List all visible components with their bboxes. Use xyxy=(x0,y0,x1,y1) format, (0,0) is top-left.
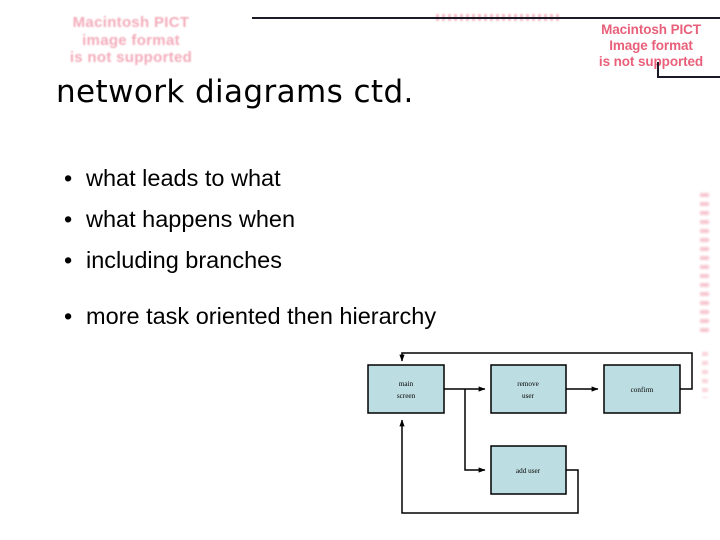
bullet-list: • what leads to what • what happens when… xyxy=(64,158,684,337)
node-add-user[interactable]: add user xyxy=(490,445,567,495)
bullet-marker-icon: • xyxy=(64,247,73,273)
node-label-remove-user-line1: remove xyxy=(517,380,539,388)
frame-rule-bottom-right-tick xyxy=(657,62,659,77)
frame-rule-top-right xyxy=(562,17,720,19)
pict-edge-artifact-upper xyxy=(700,193,709,333)
edge-main-screen-to-add-user xyxy=(464,389,486,473)
node-confirm[interactable]: confirm xyxy=(603,364,681,414)
list-item-label: what happens when xyxy=(86,206,296,232)
bullet-marker-icon: • xyxy=(64,303,73,329)
bullet-marker-icon: • xyxy=(64,165,73,191)
edge-confirm-to-main-screen xyxy=(399,352,693,390)
node-label-add-user: add user xyxy=(516,467,541,475)
node-label-remove-user-line2: user xyxy=(522,392,535,400)
node-label-main-screen-line1: main xyxy=(399,380,414,388)
bullet-marker-icon: • xyxy=(64,206,73,232)
list-item: • what happens when xyxy=(64,199,684,240)
list-item-label: what leads to what xyxy=(86,165,281,191)
list-item-label: more task oriented then hierarchy xyxy=(86,303,437,329)
diagram-nodes: main screen remove user confirm add user xyxy=(367,364,681,495)
node-remove-user[interactable]: remove user xyxy=(490,364,567,414)
node-label-confirm: confirm xyxy=(631,386,654,394)
edge-add-user-to-main-screen xyxy=(399,419,579,514)
frame-rule-top-left xyxy=(252,17,582,19)
node-label-main-screen-line2: screen xyxy=(397,392,416,400)
network-diagram: main screen remove user confirm add user xyxy=(340,340,720,540)
diagram-edges xyxy=(399,352,693,514)
node-main-screen[interactable]: main screen xyxy=(367,364,445,414)
list-item: • more task oriented then hierarchy xyxy=(64,296,684,337)
page-title: network diagrams ctd. xyxy=(56,74,414,110)
pict-edge-artifact-lower xyxy=(702,352,708,398)
list-item: • what leads to what xyxy=(64,158,684,199)
list-item: • including branches xyxy=(64,240,684,281)
pict-placeholder-left: Macintosh PICT image format is not suppo… xyxy=(69,14,193,67)
pict-placeholder-right: Macintosh PICT Image format is not suppo… xyxy=(598,22,704,69)
frame-rule-bottom-right xyxy=(657,76,720,78)
list-item-label: including branches xyxy=(86,247,282,273)
